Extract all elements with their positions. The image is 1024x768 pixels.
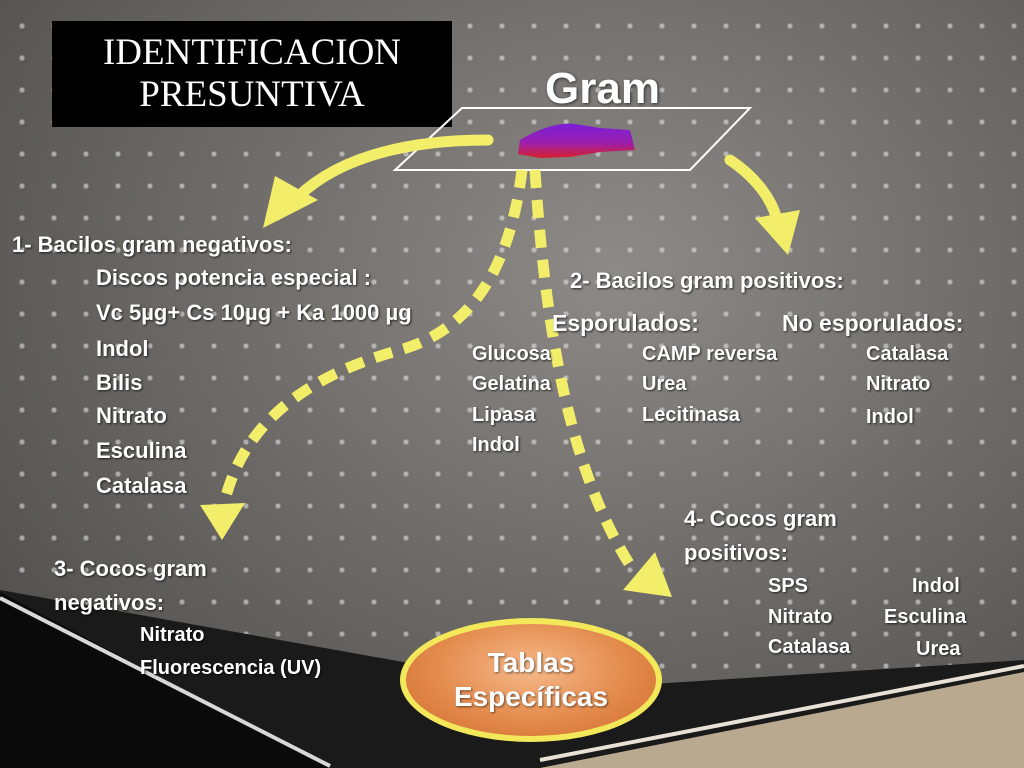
bacilos-pos-heading: 2- Bacilos gram positivos: <box>570 268 844 293</box>
bacilos-neg-item: Nitrato <box>96 403 167 428</box>
bacilos-pos-middle-item: Lecitinasa <box>642 404 740 426</box>
bacilos-neg-item: Catalasa <box>96 473 187 498</box>
cocos-pos-item: Urea <box>916 638 961 660</box>
cocos-pos-item: SPS <box>768 575 809 597</box>
title-box: IDENTIFICACION PRESUNTIVA <box>52 21 452 127</box>
bacilos-neg-item: Vc 5µg+ Cs 10µg + Ka 1000 µg <box>96 300 412 325</box>
bacilos-pos-middle-item: CAMP reversa <box>642 343 778 365</box>
gram-label: Gram <box>545 64 660 113</box>
cocos-pos-item: Esculina <box>884 606 967 628</box>
no-esporulados-heading: No esporulados: <box>782 310 964 336</box>
cocos-pos-item: Indol <box>912 575 960 597</box>
no-esporulados-item: Indol <box>866 406 914 428</box>
cocos-neg-heading: negativos: <box>54 590 165 615</box>
arrow-to-cocos-neg <box>219 169 528 502</box>
cocos-pos-heading: positivos: <box>684 540 788 565</box>
title-line-1: IDENTIFICACION <box>102 32 402 73</box>
tablas-line-1: Tablas <box>487 647 575 678</box>
tablas-especificas-oval: Tablas Específicas <box>400 618 662 742</box>
arrow-to-bacilos-neg <box>284 134 494 211</box>
stain-blob <box>518 123 635 158</box>
no-esporulados-item: Catalasa <box>866 343 949 365</box>
tablas-line-2: Específicas <box>453 681 609 712</box>
arrow-to-tablas <box>529 169 635 568</box>
bacilos-neg-item: Discos potencia especial : <box>96 265 372 290</box>
no-esporulados-item: Nitrato <box>866 373 931 395</box>
bacilos-neg-item: Indol <box>96 336 149 361</box>
cocos-pos-item: Catalasa <box>768 636 851 658</box>
esporulados-item: Glucosa <box>472 343 551 365</box>
cocos-neg-item: Fluorescencia (UV) <box>140 657 322 679</box>
cocos-pos-item: Nitrato <box>768 606 833 628</box>
esporulados-heading: Esporulados: <box>552 310 699 336</box>
esporulados-item: Indol <box>472 434 520 456</box>
bacilos-neg-item: Bilis <box>96 370 143 395</box>
bacilos-neg-item: Esculina <box>96 438 187 463</box>
esporulados-item: Lipasa <box>472 404 536 426</box>
bacilos-neg-heading: 1- Bacilos gram negativos: <box>12 232 292 257</box>
cocos-neg-heading: 3- Cocos gram <box>54 556 207 581</box>
cocos-pos-heading: 4- Cocos gram <box>684 506 837 531</box>
bacilos-pos-middle-item: Urea <box>642 373 687 395</box>
esporulados-item: Gelatina <box>472 373 551 395</box>
title-line-2: PRESUNTIVA <box>139 74 365 115</box>
cocos-neg-item: Nitrato <box>140 624 205 646</box>
